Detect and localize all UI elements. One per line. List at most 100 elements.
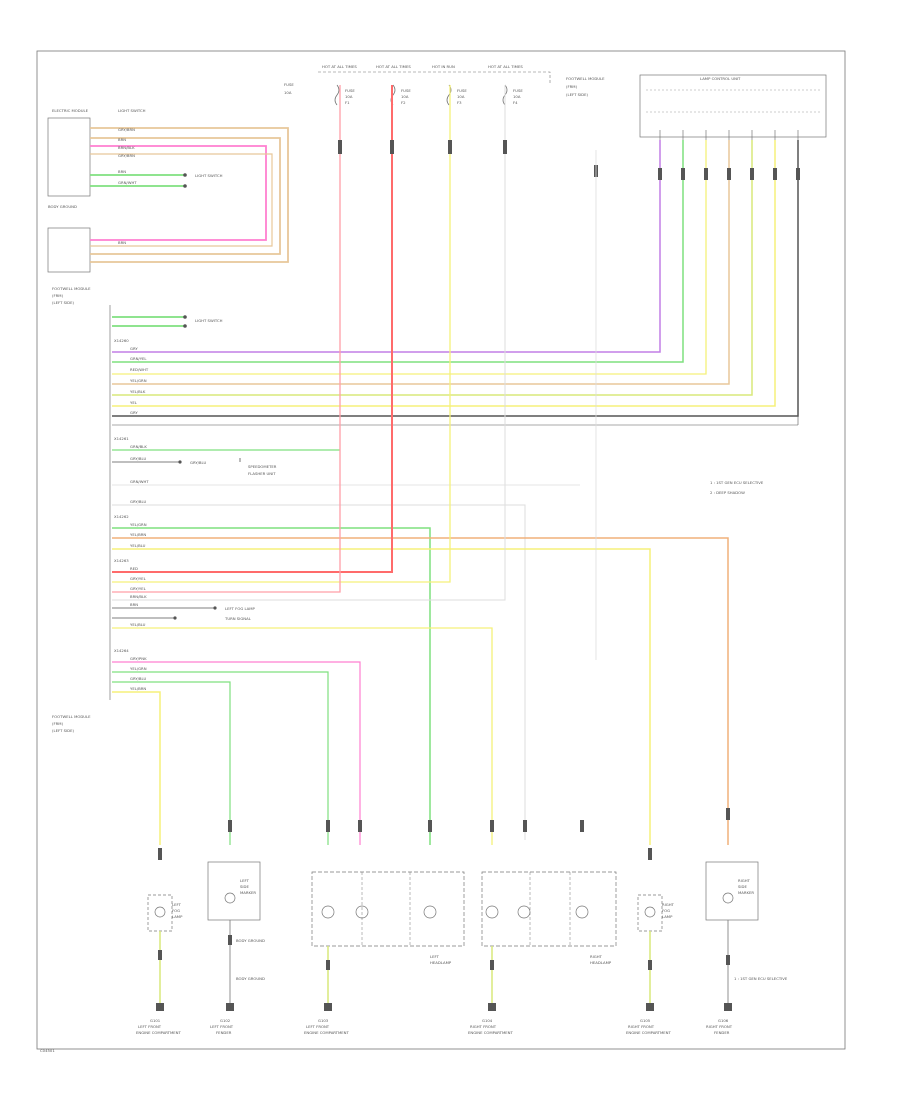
main-module: FOOTWELL MODULE (FRM) (LEFT SIDE) FOOTWE… xyxy=(52,286,223,733)
diagram-frame xyxy=(36,50,846,1050)
svg-text:F3: F3 xyxy=(457,100,462,105)
svg-text:LEFT: LEFT xyxy=(430,954,440,959)
svg-text:RIGHT FRONT: RIGHT FRONT xyxy=(706,1024,733,1029)
g1-wire-label: YEL xyxy=(130,400,138,405)
wire-purple xyxy=(112,140,661,353)
right-headlamp: RIGHT HEADLAMP xyxy=(481,871,617,965)
top-left-module: ELECTRIC MODULE LIGHT SWITCH BODY GROUND… xyxy=(47,108,289,273)
top-right-side-note: (FRM) xyxy=(566,84,578,89)
svg-text:G106: G106 xyxy=(718,1018,729,1023)
fuse-box-title: HOT IN RUN xyxy=(432,64,455,69)
svg-text:GRY/BLU: GRY/BLU xyxy=(130,499,146,504)
svg-text:YEL/BRN: YEL/BRN xyxy=(130,532,146,537)
top-left-module-label: ELECTRIC MODULE xyxy=(52,108,89,113)
left-fog-lamp: LEFT FOG LAMP xyxy=(147,894,183,932)
wire-yellow xyxy=(112,548,651,845)
legend-item: 2 : DEEP SHADOW xyxy=(710,490,745,495)
main-note: TURN SIGNAL xyxy=(224,616,252,621)
group-header: X14263 xyxy=(114,558,129,563)
fuse-box-title: HOT AT ALL TIMES xyxy=(488,64,523,69)
wire-white xyxy=(112,85,506,601)
svg-text:LEFT: LEFT xyxy=(172,902,182,907)
wire-tl-2 xyxy=(90,137,281,255)
svg-text:FOG: FOG xyxy=(172,908,180,913)
svg-text:GRY/BLU: GRY/BLU xyxy=(130,456,146,461)
main-note: GRY/BLU xyxy=(190,460,206,465)
svg-text:ENGINE COMPARTMENT: ENGINE COMPARTMENT xyxy=(626,1030,672,1035)
tl-wire-label: BRN xyxy=(118,240,126,245)
wire-yellow xyxy=(112,627,493,845)
main-module-bottom-label: (FRM) xyxy=(52,721,64,726)
group-3: X14262 YEL/GRN YEL/BRN YEL/BLU xyxy=(112,514,729,845)
svg-text:FUSE: FUSE xyxy=(401,88,411,93)
svg-text:FUSE: FUSE xyxy=(513,88,523,93)
svg-text:G101: G101 xyxy=(150,1018,161,1023)
svg-text:BODY GROUND: BODY GROUND xyxy=(236,938,265,943)
svg-text:FUSE: FUSE xyxy=(345,88,355,93)
main-module-title: FOOTWELL MODULE xyxy=(52,286,91,291)
svg-text:ENGINE COMPARTMENT: ENGINE COMPARTMENT xyxy=(136,1030,182,1035)
main-module-bottom-label: (LEFT SIDE) xyxy=(52,728,74,733)
svg-text:10A: 10A xyxy=(401,94,409,99)
svg-text:BRN: BRN xyxy=(130,602,138,607)
top-right-side-note: (LEFT SIDE) xyxy=(566,92,588,97)
svg-text:F2: F2 xyxy=(401,100,406,105)
wire-pink xyxy=(112,661,361,845)
svg-text:10A: 10A xyxy=(457,94,465,99)
tl-wire-label: BRN xyxy=(118,137,126,142)
left-headlamp: LEFT HEADLAMP xyxy=(311,871,465,965)
group-4: X14263 RED GRY/YEL GRY/YEL BRN/BLK BRN Y… xyxy=(112,85,506,845)
group-header: X14262 xyxy=(114,514,129,519)
g1-wire-label: GRY xyxy=(130,410,138,415)
svg-text:RIGHT FRONT: RIGHT FRONT xyxy=(470,1024,497,1029)
group-header: X14261 xyxy=(114,436,129,441)
wire-white xyxy=(112,504,526,840)
tl-wire-label: GRY/BRN xyxy=(118,127,135,132)
group-2: X14261 GRN/BLK GRY/BLU GRY/BLU SPEEDOMET… xyxy=(112,436,580,840)
svg-text:HEADLAMP: HEADLAMP xyxy=(590,960,612,965)
wire-yellow xyxy=(112,140,776,407)
svg-text:LAMP: LAMP xyxy=(662,914,673,919)
svg-text:BODY GROUND: BODY GROUND xyxy=(236,976,265,981)
fuse-pins xyxy=(338,140,598,177)
fuse-4: FUSE 10A F4 xyxy=(502,84,523,106)
wire-tan xyxy=(112,140,730,385)
svg-text:LEFT FRONT: LEFT FRONT xyxy=(138,1024,162,1029)
svg-text:G103: G103 xyxy=(318,1018,329,1023)
wire-yellow-green xyxy=(112,140,753,396)
wire-yellow xyxy=(112,140,707,375)
g1-wire-label: YEL/GRN xyxy=(130,378,147,383)
wire-yellow xyxy=(112,691,161,845)
svg-text:G105: G105 xyxy=(640,1018,651,1023)
svg-text:MARKER: MARKER xyxy=(240,890,256,895)
wire-tl-4 xyxy=(90,153,273,247)
svg-text:GRN/WHT: GRN/WHT xyxy=(130,479,149,484)
top-right-side-note: FOOTWELL MODULE xyxy=(566,76,605,81)
fuse-boxes: HOT AT ALL TIMES HOT AT ALL TIMES HOT IN… xyxy=(284,64,551,106)
g1-wire-label: RED/WHT xyxy=(130,367,149,372)
wire-yellow-green xyxy=(112,527,431,845)
tl-wire-label: GRN/WHT xyxy=(118,180,137,185)
svg-text:RIGHT FRONT: RIGHT FRONT xyxy=(628,1024,655,1029)
wire-yellow xyxy=(112,85,451,583)
group-header: X14264 xyxy=(114,648,129,653)
svg-text:FOG: FOG xyxy=(662,908,670,913)
svg-text:RIGHT: RIGHT xyxy=(738,878,751,883)
fuse-2: FUSE 10A F2 xyxy=(390,84,411,106)
main-note: LIGHT SWITCH xyxy=(195,318,223,323)
svg-text:SIDE: SIDE xyxy=(738,884,747,889)
svg-text:SIDE: SIDE xyxy=(240,884,249,889)
wire-orange xyxy=(112,537,729,845)
svg-text:F4: F4 xyxy=(513,100,518,105)
group-1-wires: GRY GRN/YEL RED/WHT YEL/GRN YEL/BLK YEL … xyxy=(112,130,800,426)
g1-wire-label: YEL/BLK xyxy=(130,389,146,394)
wire-green xyxy=(112,681,231,845)
svg-text:YEL/GRN: YEL/GRN xyxy=(130,666,147,671)
wire-pink xyxy=(112,85,341,593)
wire-green xyxy=(112,671,329,845)
svg-text:HEADLAMP: HEADLAMP xyxy=(430,960,452,965)
svg-text:GRY/PNK: GRY/PNK xyxy=(130,656,147,661)
svg-text:GRY/YEL: GRY/YEL xyxy=(130,576,147,581)
svg-text:1 : 1ST GEN ECU SELECTIVE: 1 : 1ST GEN ECU SELECTIVE xyxy=(734,976,788,981)
fuse-1: FUSE 10A F1 xyxy=(334,84,355,106)
